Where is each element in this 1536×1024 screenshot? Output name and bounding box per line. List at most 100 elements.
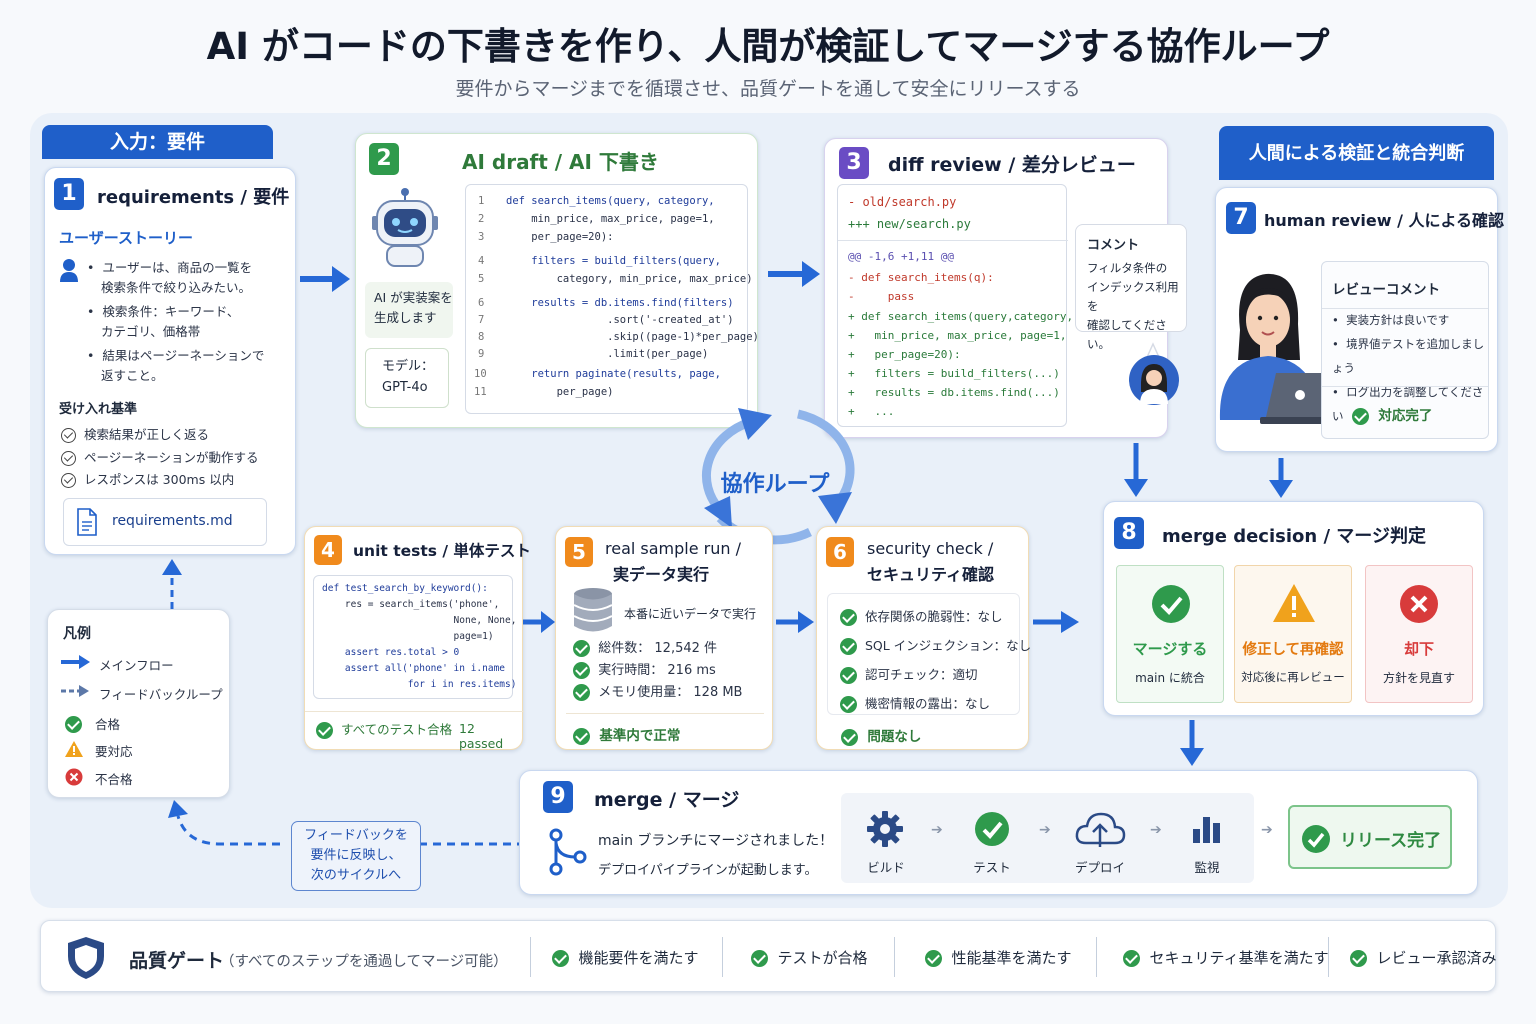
requirements-file-name: requirements.md: [112, 513, 233, 529]
diff-removed-line: - def search_items(q):: [848, 271, 994, 284]
story-line: 検索条件で絞り込みたい。: [101, 279, 252, 295]
review-comment-item: 境界値テストを追加しましょう: [1332, 337, 1485, 375]
line-number: 1: [478, 195, 485, 207]
cloud-upload-icon: [1075, 812, 1126, 847]
step9-title: merge / マージ: [594, 789, 740, 811]
deploy-message: デプロイパイプラインが起動します。: [598, 863, 818, 878]
review-comment-item: ログ出力を調整してください: [1332, 385, 1484, 423]
gate-divider: [894, 937, 895, 977]
pipeline-arrow: ➔: [1150, 822, 1162, 838]
stat-item: メモリ使用量： 128 MB: [598, 685, 743, 700]
step7-title: human review / 人による確認: [1264, 211, 1505, 230]
check-icon: [316, 722, 333, 739]
comment-heading: コメント: [1087, 238, 1140, 253]
diff-added-line: + ...: [848, 405, 895, 418]
step6-number: 6: [826, 537, 854, 567]
document-icon: [77, 508, 97, 536]
pipeline-arrow: ➔: [931, 822, 943, 838]
real-run-result-label: 基準内で正常: [599, 728, 681, 744]
gate-divider: [722, 937, 723, 977]
step4-number: 4: [314, 535, 342, 565]
step1-title: requirements / 要件: [97, 187, 290, 208]
test-code-line: assert res.total > 0: [322, 647, 460, 658]
merge-option-reject[interactable]: 却下 方針を見直す: [1365, 565, 1473, 703]
review-comment-item: 実装方針は良いです: [1346, 313, 1450, 327]
test-result: すべてのテスト合格: [316, 719, 452, 739]
story-line: ユーザーは、商品の一覧を: [102, 260, 253, 275]
code-line: per_page): [506, 386, 614, 398]
check-outline-icon: [61, 473, 76, 488]
diff-added-line: + min_price, max_price, page=1,: [848, 329, 1067, 342]
model-name: GPT-4o: [382, 380, 428, 395]
code-line: category, min_price, max_price): [506, 273, 753, 285]
check-icon: [925, 950, 942, 967]
diff-removed-line: - pass: [848, 290, 915, 303]
line-number: 3: [478, 231, 485, 243]
gate-item-label: 性能基準を満たす: [951, 949, 1072, 967]
comment-line: 確認してください。: [1087, 318, 1167, 351]
step9-number: 9: [543, 781, 573, 813]
database-icon: [573, 588, 613, 632]
comment-line: インデックス利用を: [1087, 280, 1179, 313]
quality-gate-label: 品質ゲート: [129, 950, 225, 972]
warning-icon: [65, 741, 83, 757]
flow-arrow-right: [776, 611, 814, 633]
requirements-file-link[interactable]: requirements.md: [63, 498, 267, 546]
gate-divider: [1328, 937, 1329, 977]
review-comment-bubble: コメント フィルタ条件の インデックス利用を 確認してください。: [1075, 224, 1187, 351]
check-outline-icon: [61, 428, 76, 443]
human-review-tab: 人間による検証と統合判断: [1219, 126, 1494, 180]
test-passed-count: 12 passed: [459, 721, 504, 751]
step2-ai-draft-card: 2 AI draft / AI 下書き AI が実装案を 生成します モデル： …: [355, 133, 759, 428]
test-code-line: res = search_items('phone',: [322, 599, 500, 610]
step5-real-run-card: 5 real sample run / 実データ実行 本番に近いデータで実行 総…: [555, 526, 773, 750]
gate-item: 性能基準を満たす: [925, 947, 1072, 968]
merge-option-revise[interactable]: 修正して再確認 対応後に再レビュー: [1234, 565, 1352, 703]
step1-requirements-card: 1 requirements / 要件 ユーザーストーリー • ユーザーは、商品…: [44, 167, 296, 555]
quality-gate-bar: [40, 920, 1496, 992]
review-done-status: 対応完了: [1352, 404, 1432, 425]
check-icon: [552, 950, 569, 967]
git-branch-icon: [549, 828, 587, 876]
check-circle-icon: [1302, 825, 1330, 853]
check-outline-icon: [61, 450, 76, 466]
review-comment-box: レビューコメント • 実装方針は良いです • 境界値テストを追加しましょう • …: [1321, 261, 1489, 439]
step5-number: 5: [565, 537, 593, 567]
test-code-line: for i in res.items): [322, 679, 517, 690]
step3-diff-review-card: 3 diff review / 差分レビュー - old/search.py +…: [824, 138, 1187, 438]
release-complete-label: リリース完了: [1340, 831, 1442, 851]
real-run-desc: 本番に近いデータで実行: [624, 607, 757, 621]
quality-gate-note: （すべてのステップを通過してマージ可能）: [220, 954, 508, 970]
step3-title: diff review / 差分レビュー: [888, 154, 1136, 176]
approve-sub: main に統合: [1135, 671, 1205, 685]
legend-action-needed: 要対応: [95, 744, 133, 759]
acceptance-criteria-heading: 受け入れ基準: [59, 402, 138, 417]
laptop-icon: [1260, 373, 1332, 424]
feedback-line: 要件に反映し、: [310, 848, 402, 863]
stat-item: 実行時間： 216 ms: [598, 663, 716, 678]
code-line: filters = build_filters(query,: [506, 255, 721, 267]
merge-option-approve[interactable]: マージする main に統合: [1116, 565, 1224, 703]
page-subtitle: 要件からマージまでを循環させ、品質ゲートを通して安全にリリースする: [455, 78, 1081, 100]
card-separator: [566, 713, 764, 714]
pipeline-step-build: ビルド: [867, 860, 905, 875]
step6-title-line1: security check /: [867, 539, 994, 558]
code-line: def search_items(query, category,: [506, 195, 715, 207]
main-flow-arrow-icon: [61, 655, 90, 669]
gate-item-label: レビュー承認済み: [1376, 949, 1497, 967]
story-line: 結果はページーネーションで: [102, 348, 265, 363]
code-line: min_price, max_price, page=1,: [506, 213, 715, 225]
security-check-list: 依存関係の脆弱性：なし SQL インジェクション：なし 認可チェック：適切 機密…: [827, 593, 1031, 715]
comment-line: フィルタ条件の: [1087, 261, 1168, 275]
gate-divider: [1096, 937, 1097, 977]
reject-label: 却下: [1403, 640, 1434, 658]
step9-merge-card: 9 merge / マージ main ブランチにマージされました！ デプロイパイ…: [519, 770, 1478, 895]
error-circle-icon: [1400, 585, 1438, 623]
line-number: 8: [478, 331, 485, 343]
check-icon: [841, 728, 858, 746]
review-comment-list: • 実装方針は良いです • 境界値テストを追加しましょう • ログ出力を調整して…: [1332, 313, 1485, 423]
legend-fail: 不合格: [95, 772, 133, 787]
check-icon: [1123, 950, 1140, 967]
human-reviewer-illustration: [1219, 273, 1320, 420]
line-number: 2: [478, 213, 485, 225]
